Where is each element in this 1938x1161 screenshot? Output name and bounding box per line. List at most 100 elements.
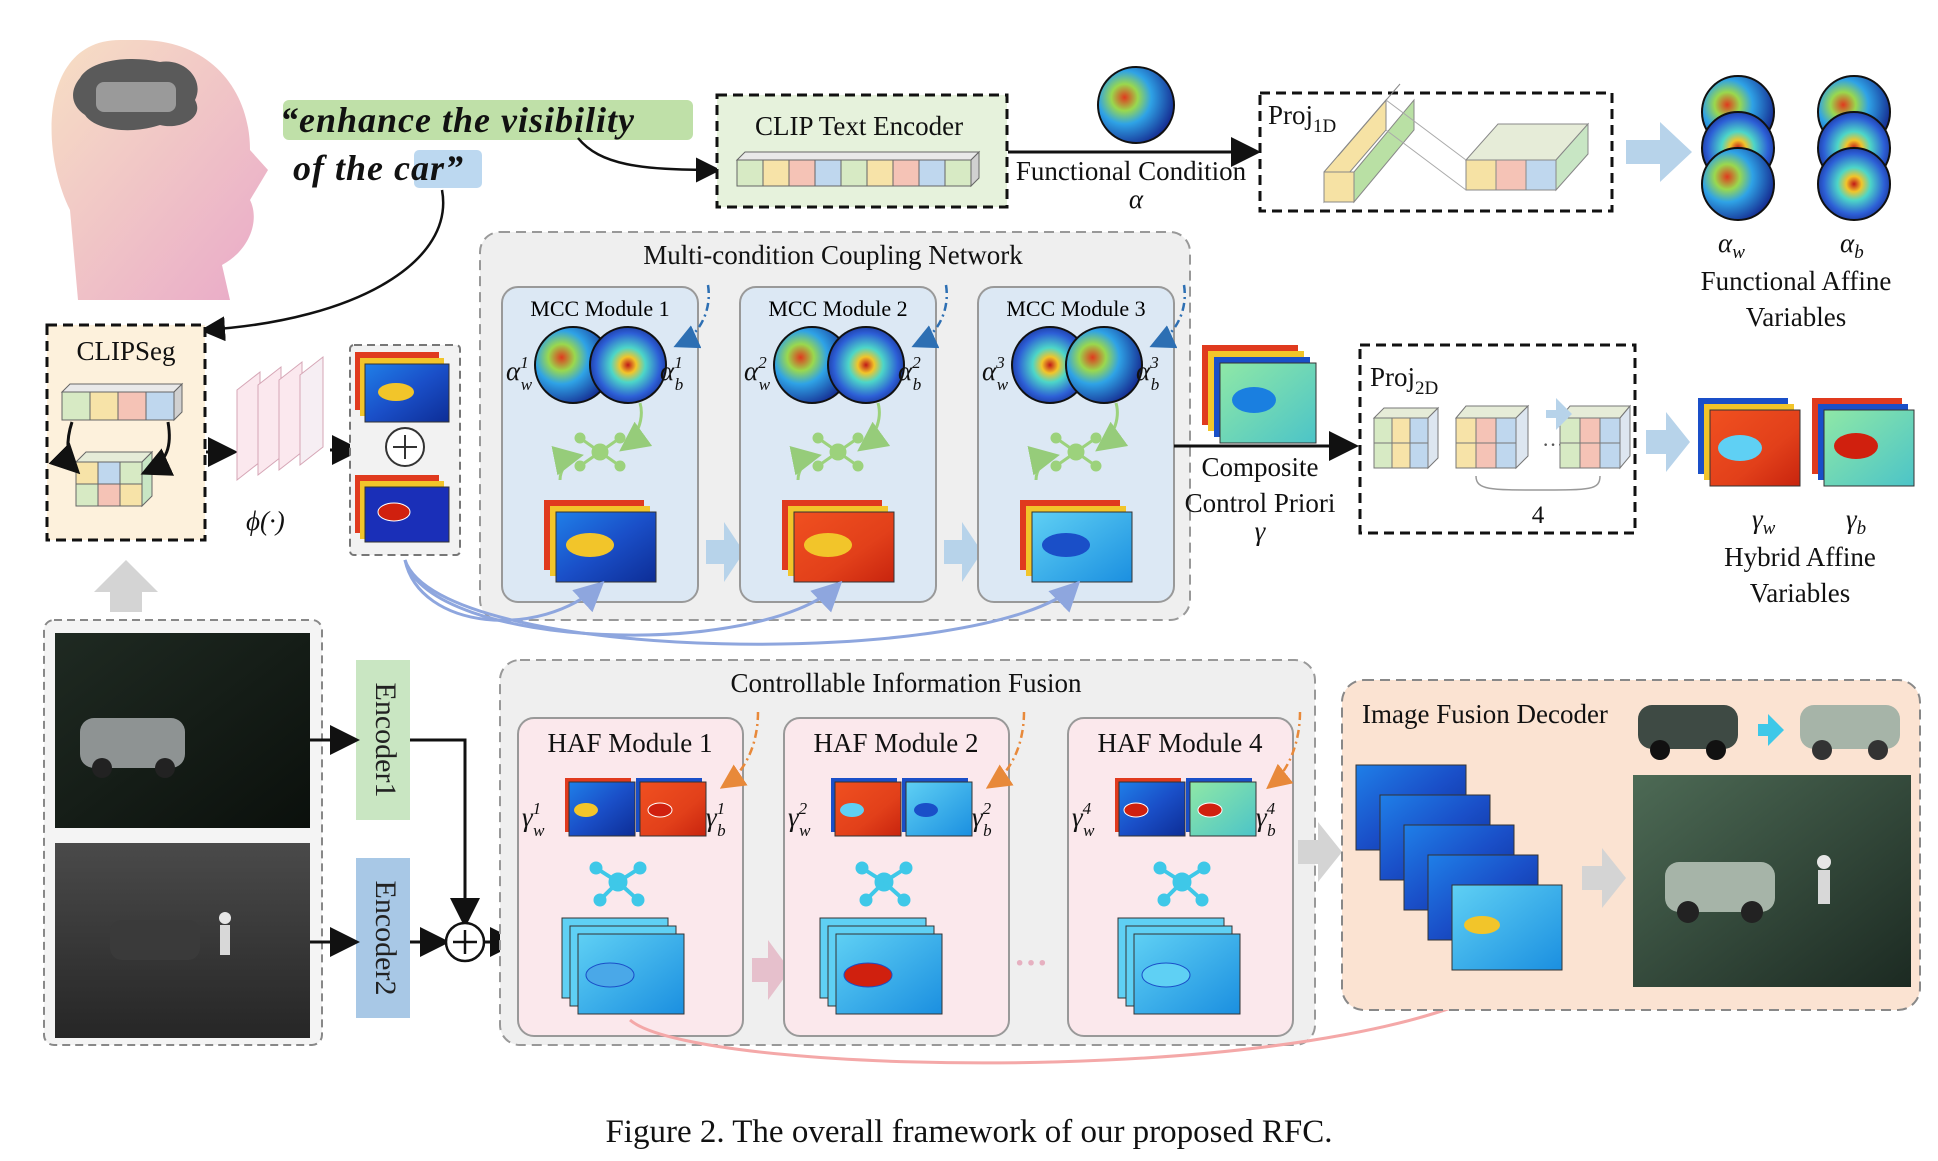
mcc-network-title: Multi-condition Coupling Network (643, 240, 1023, 270)
mcc-flow-arrow-1 (706, 522, 744, 582)
alpha-heatmap-icon (1097, 66, 1175, 144)
decoder-car-before-icon (1638, 705, 1738, 760)
haf-to-decoder-curve (629, 960, 1535, 1065)
cif-title: Controllable Information Fusion (731, 668, 1082, 698)
skip-curve-1 (403, 559, 605, 622)
mcc-module-3-title: MCC Module 3 (1006, 296, 1145, 321)
composite-line1: Composite (1201, 452, 1318, 482)
mcc-flow-arrow-2 (944, 522, 982, 582)
proj2d-cube-2 (1454, 404, 1530, 470)
quote-highlight-blue (414, 150, 482, 188)
quote-highlight-green (283, 100, 693, 140)
haf4-molecule-icon (1153, 861, 1211, 907)
haf-module-1-title: HAF Module 1 (547, 728, 712, 758)
encoder2-block (356, 858, 410, 1018)
gamma-w-label: γw (1752, 504, 1776, 539)
proj2d-cube-1 (1372, 406, 1440, 470)
composite-symbol: γ (1255, 516, 1267, 546)
prior-stack-box (349, 344, 461, 556)
decoder-feature-stack (1355, 764, 1563, 971)
cif-to-decoder-arrow (1298, 822, 1342, 882)
clipseg-label: CLIPSeg (76, 336, 175, 366)
proj1d-label: Proj1D (1268, 100, 1336, 137)
car-thumbnail-icon (96, 82, 176, 112)
proj2d-label: Proj2D (1370, 362, 1438, 399)
enc1-to-sum-arrow (410, 738, 480, 928)
alpha-b-heatmap-stack (1817, 75, 1891, 221)
haf-ellipsis: ··· (1014, 945, 1048, 982)
alpha-w-heatmap-stack (1701, 75, 1775, 221)
alpha-b-label: αb (1840, 228, 1864, 263)
encoder1-block (356, 660, 410, 820)
gray-up-arrow (94, 560, 158, 612)
proj2d-box: Proj2D ··· (1358, 343, 1637, 535)
mcc-module-2-title: MCC Module 2 (768, 296, 907, 321)
encoder2-label: Encoder2 (369, 881, 402, 996)
phi-label: ϕ(·) (246, 506, 285, 536)
haf-flow-arrow-1 (752, 940, 790, 1000)
decoder-output-arrow (1582, 848, 1626, 908)
haf2-molecule-icon (855, 861, 913, 907)
clipseg-embedding-bar (60, 382, 184, 422)
quote-line1: “enhance the visibility (280, 100, 635, 140)
car-transform-arrow-icon (1758, 714, 1784, 746)
clip-text-encoder-label: CLIP Text Encoder (755, 111, 963, 141)
flow-arrow-hybrid (1646, 412, 1690, 472)
mcc3-network-icon (1050, 432, 1102, 472)
flow-arrow-functional (1626, 122, 1692, 182)
functional-affine-line1: Functional Affine (1701, 266, 1892, 296)
functional-condition-symbol: α (1129, 184, 1144, 214)
clipseg-box: CLIPSeg (45, 323, 207, 542)
proj1d-cube-column (1323, 83, 1415, 204)
human-head-illustration (51, 40, 269, 300)
svg-text:···: ··· (1542, 432, 1564, 457)
clip-text-encoder-box: CLIP Text Encoder (715, 93, 1009, 209)
mcc2-network-icon (812, 432, 864, 472)
proj1d-cube-slab (1464, 122, 1590, 192)
haf-module-2-title: HAF Module 2 (813, 728, 978, 758)
composite-prior-stack (1202, 345, 1317, 444)
hybrid-affine-line1: Hybrid Affine (1724, 542, 1876, 572)
gamma-b-stack (1812, 398, 1915, 487)
skip-curve-3 (403, 559, 1081, 646)
functional-condition-label: Functional Condition (1016, 156, 1247, 186)
figure-caption: Figure 2. The overall framework of our p… (605, 1114, 1332, 1150)
text-embedding-bar (735, 150, 981, 188)
decoder-car-after-icon (1800, 705, 1900, 760)
instruction-quote: “enhance the visibility of the car” (280, 100, 693, 188)
functional-affine-line2: Variables (1746, 302, 1846, 332)
clipseg-cube (74, 450, 154, 508)
fused-output-photo (1633, 775, 1911, 987)
quote-to-clip-arrow (577, 137, 721, 183)
composite-line2: Control Priori (1185, 488, 1336, 518)
alpha-w-label: αw (1718, 228, 1745, 263)
quote-line2: of the car” (293, 148, 464, 188)
encoder1-label: Encoder1 (369, 683, 402, 798)
phi-feature-stack (236, 355, 324, 482)
hybrid-affine-line2: Variables (1750, 578, 1850, 608)
car-to-clipseg-arrow (200, 189, 445, 342)
proj1d-box: Proj1D (1258, 83, 1614, 213)
gamma-w-stack (1698, 398, 1801, 487)
mcc-module-1-title: MCC Module 1 (530, 296, 669, 321)
haf1-molecule-icon (589, 861, 647, 907)
input-images-panel (43, 619, 323, 1046)
proj2d-count: 4 (1532, 502, 1545, 529)
haf-module-4-title: HAF Module 4 (1097, 728, 1263, 758)
decoder-title: Image Fusion Decoder (1362, 699, 1608, 729)
gamma-b-label: γb (1846, 504, 1866, 539)
